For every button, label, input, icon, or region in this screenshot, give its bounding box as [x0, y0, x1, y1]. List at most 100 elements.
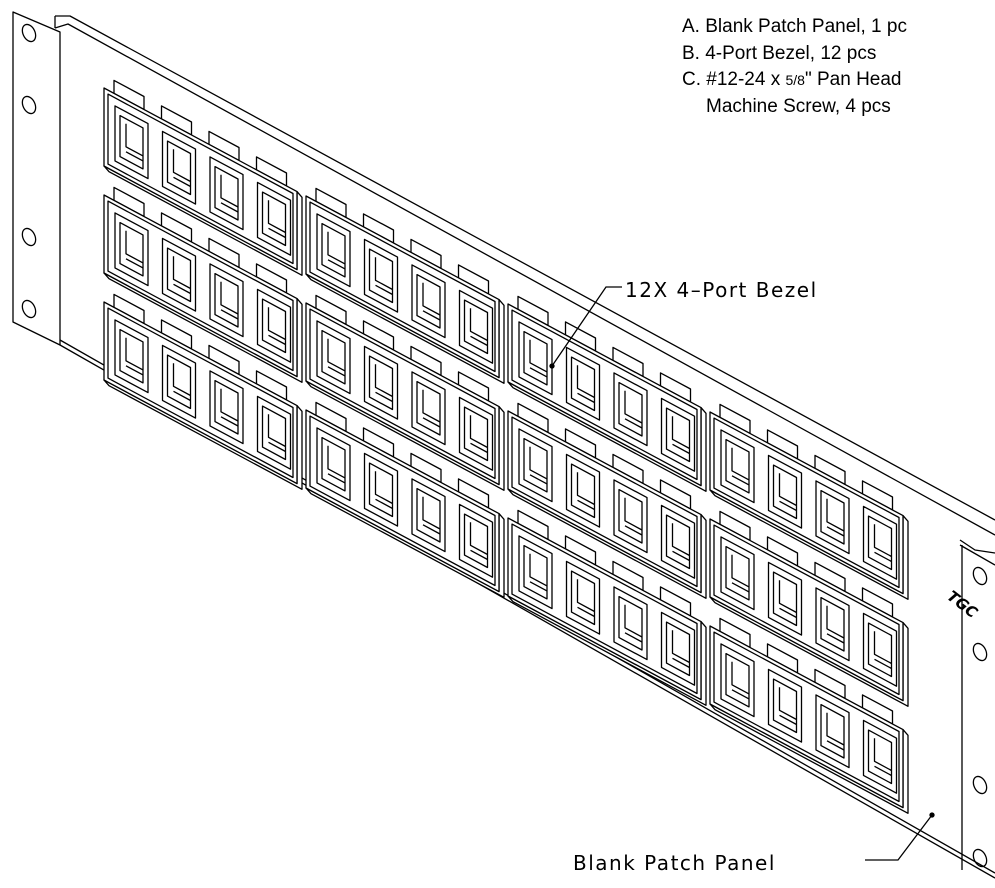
- mount-holes: [21, 23, 988, 868]
- bezel: [103, 79, 303, 276]
- bezel-leader-dot: [549, 363, 555, 369]
- port-jack: [725, 652, 750, 708]
- bezel-rim: [511, 523, 698, 695]
- port-jack: [261, 405, 287, 461]
- port-outer: [458, 503, 494, 578]
- port-outer: [660, 504, 696, 579]
- port-jack: [570, 570, 596, 626]
- port-contact: [778, 687, 797, 721]
- port-contact: [327, 259, 346, 270]
- port-outer: [767, 668, 803, 743]
- port-contact: [624, 525, 643, 536]
- port-jack: [321, 436, 346, 492]
- port-outer: [565, 346, 601, 421]
- port-outer: [720, 536, 755, 611]
- bezel-face: [305, 302, 500, 486]
- port-contact: [422, 310, 441, 321]
- port-contact: [173, 283, 191, 295]
- port-contact: [826, 740, 845, 751]
- bezel-grid: [103, 79, 909, 814]
- bezel: [103, 293, 303, 490]
- port-jack: [463, 299, 489, 355]
- port-jack: [261, 191, 287, 247]
- port-jack: [618, 381, 643, 437]
- port-outer: [256, 288, 292, 363]
- bezel-rim: [511, 416, 698, 588]
- port-contact: [327, 338, 346, 372]
- port-outer: [518, 428, 553, 503]
- port-contact: [220, 202, 239, 213]
- port-contact: [172, 256, 191, 290]
- port-contact: [874, 765, 892, 777]
- port-outer: [862, 612, 898, 687]
- port-outer: [613, 586, 648, 661]
- bezel-face: [709, 625, 904, 809]
- port-outer: [411, 478, 446, 553]
- port-outer: [767, 561, 803, 636]
- mount-hole: [972, 642, 988, 662]
- port-contact: [125, 123, 144, 157]
- port-jack: [867, 622, 893, 678]
- port-outer: [815, 694, 850, 769]
- port-contact: [576, 365, 595, 399]
- port-contact: [374, 257, 393, 291]
- port-jack: [772, 464, 798, 520]
- port-jack: [463, 513, 489, 569]
- port-jack: [618, 595, 643, 651]
- port-jack: [772, 678, 798, 734]
- bezel: [507, 295, 707, 492]
- port-contact: [125, 365, 144, 376]
- port-contact: [576, 472, 595, 506]
- port-outer: [518, 535, 553, 610]
- port-contact: [327, 231, 346, 265]
- bezel-face: [507, 410, 702, 594]
- port-outer: [862, 505, 898, 580]
- port-contact: [267, 200, 286, 234]
- panel-leader: [865, 814, 933, 861]
- port-outer: [411, 264, 446, 339]
- port-outer: [161, 237, 197, 312]
- bezel-rim: [309, 308, 496, 480]
- bezel-face: [103, 194, 298, 378]
- part-c: C. #12-24 x 5/8" Pan Head: [682, 69, 902, 90]
- port-contact: [624, 497, 643, 531]
- port-jack: [416, 273, 441, 329]
- port-outer: [161, 344, 197, 419]
- port-jack: [665, 514, 691, 570]
- port-jack: [368, 355, 394, 411]
- port-contact: [422, 282, 441, 316]
- port-outer: [161, 130, 197, 205]
- mount-hole: [21, 227, 37, 247]
- port-contact: [826, 498, 845, 532]
- port-contact: [422, 417, 441, 428]
- port-contact: [731, 447, 750, 481]
- port-contact: [470, 549, 488, 561]
- port-outer: [720, 429, 755, 504]
- port-contact: [267, 414, 286, 448]
- port-jack: [463, 406, 489, 462]
- bezel: [305, 401, 505, 598]
- bezel-face: [103, 301, 298, 485]
- bezel-rim: [713, 631, 900, 803]
- port-jack: [214, 165, 239, 221]
- port-contact: [874, 658, 892, 670]
- port-jack: [321, 329, 346, 385]
- mount-hole: [972, 848, 988, 868]
- port-outer: [363, 238, 399, 313]
- port-contact: [873, 631, 892, 665]
- mount-hole: [21, 23, 37, 43]
- bezel: [305, 294, 505, 491]
- port-outer: [363, 452, 399, 527]
- port-outer: [565, 560, 601, 635]
- port-outer: [720, 643, 755, 718]
- part-a: A. Blank Patch Panel, 1 pc: [682, 16, 907, 37]
- port-outer: [518, 321, 553, 396]
- bezel-face: [305, 409, 500, 593]
- port-jack: [261, 298, 287, 354]
- port-outer: [256, 181, 292, 256]
- port-contact: [422, 524, 441, 535]
- bezel-rim: [309, 415, 496, 587]
- port-contact: [624, 390, 643, 424]
- port-contact: [173, 390, 191, 402]
- port-jack: [166, 354, 192, 410]
